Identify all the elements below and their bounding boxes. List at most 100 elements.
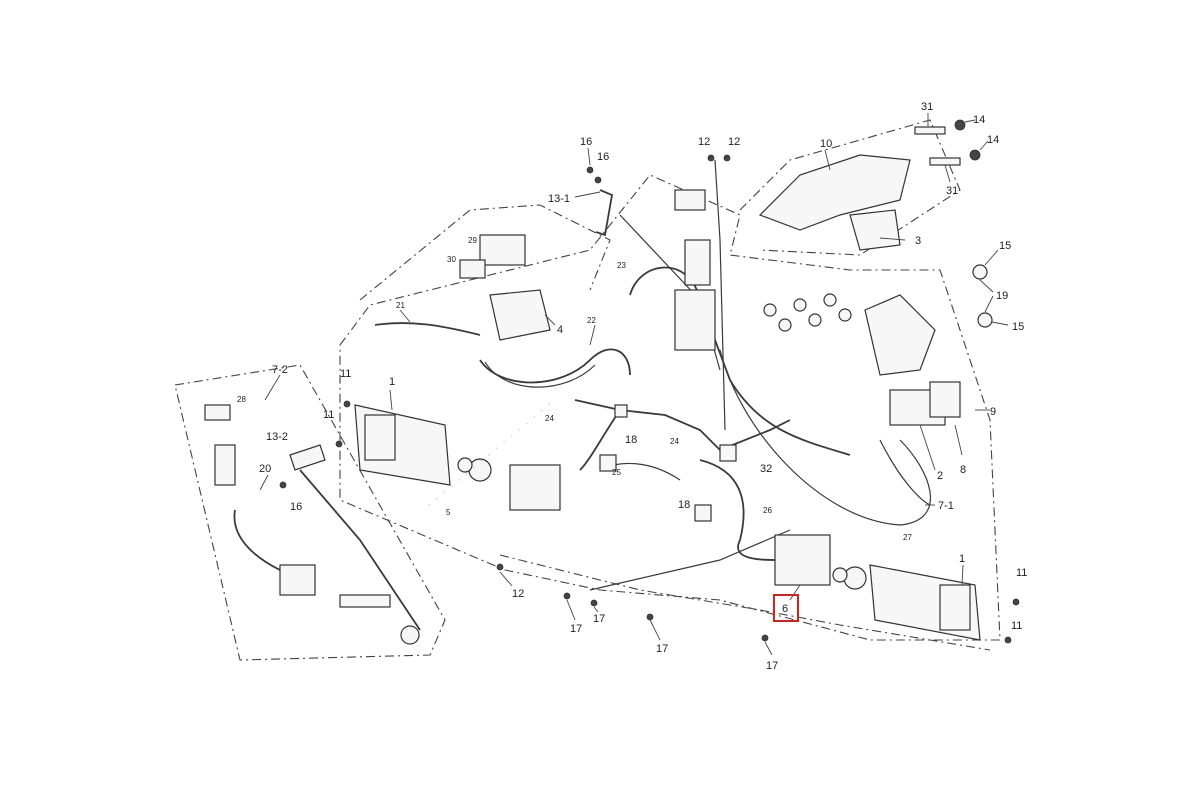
rear-brake-7-2 — [204, 404, 420, 645]
pipe-26 — [699, 459, 781, 561]
callout-2: 2 — [937, 470, 943, 482]
body-centre — [684, 239, 711, 286]
callout-6-highlight-box — [773, 594, 799, 622]
callout-24b: 24 — [670, 437, 679, 446]
pedal-cylinder — [279, 564, 316, 596]
pipe-24b — [579, 409, 621, 471]
callout-17c: 17 — [656, 643, 668, 655]
seal-2 — [778, 318, 792, 332]
pin-31b — [929, 157, 961, 166]
seal-right — [832, 567, 848, 583]
lead-c7-2 — [264, 374, 281, 401]
leader-lines — [259, 113, 1009, 656]
callout-32: 32 — [760, 463, 772, 475]
callout-1b: 1 — [959, 553, 965, 565]
lead-3 — [879, 237, 906, 241]
caliper-left — [354, 404, 561, 511]
callout-29: 29 — [468, 236, 477, 245]
callout-27: 27 — [903, 533, 912, 542]
pipe-24 — [574, 399, 721, 451]
piston-right — [843, 566, 867, 590]
callout-31b: 31 — [946, 185, 958, 197]
callout-19: 19 — [996, 290, 1008, 302]
caliper-pad-right — [939, 584, 971, 631]
lead-c1a — [389, 389, 393, 411]
lead-19 — [979, 279, 994, 293]
bolt-16a — [586, 166, 594, 174]
seal-4 — [808, 313, 822, 327]
hose-7-1 — [879, 439, 931, 506]
callout-7-1: 7-1 — [938, 500, 954, 512]
master-cylinder-4 — [489, 289, 551, 341]
junction-18a — [599, 454, 617, 472]
junction-18b — [694, 504, 712, 522]
callout-1a: 1 — [389, 376, 395, 388]
callout-17d: 17 — [766, 660, 778, 672]
bolt-11b — [335, 440, 343, 448]
master-centre — [674, 289, 716, 351]
lead-15a — [984, 249, 999, 266]
boundary-lower — [499, 554, 991, 651]
cable-lower — [589, 529, 791, 591]
callout-15b: 15 — [1012, 321, 1024, 333]
hose-27 — [719, 349, 931, 526]
callout-11c: 11 — [1016, 567, 1027, 579]
reservoir-28 — [204, 404, 231, 421]
bolt-11d — [1004, 636, 1012, 644]
bolt-12c — [496, 563, 504, 571]
callout-15a: 15 — [999, 240, 1011, 252]
lead-14b — [979, 140, 989, 151]
lead-c6 — [789, 584, 801, 601]
nut-14b — [969, 149, 981, 161]
seal-left — [457, 457, 473, 473]
seal-6 — [838, 308, 852, 322]
caliper-body-5 — [509, 464, 561, 511]
callout-25: 25 — [612, 468, 621, 477]
callout-21: 21 — [396, 301, 405, 310]
lead-19b — [984, 295, 994, 313]
boundary-rear — [739, 119, 961, 256]
callout-28: 28 — [237, 395, 246, 404]
nut-14a — [954, 119, 966, 131]
bolt-11c — [1012, 598, 1020, 606]
callout-9: 9 — [990, 406, 996, 418]
lead-c17d — [764, 641, 773, 656]
bolt-16c — [279, 481, 287, 489]
lead-2 — [919, 424, 936, 471]
lead-c17a — [566, 599, 576, 621]
lead-10 — [824, 149, 831, 171]
callout-7-2: 7-2 — [272, 364, 288, 376]
callout-10: 10 — [820, 138, 832, 150]
callout-labels: 31 14 14 31 10 3 15 19 15 9 8 2 7-1 27 1… — [237, 101, 1027, 672]
callout-11d: 11 — [1011, 620, 1022, 632]
cable-13-2 — [299, 469, 421, 631]
lead-c17c — [649, 619, 661, 641]
caliper-right-upper — [864, 294, 936, 376]
hose-left — [233, 509, 281, 571]
lever-21 — [374, 322, 481, 336]
bolt-16b — [594, 176, 602, 184]
banjo-24 — [614, 404, 628, 418]
bolt-12a — [707, 154, 715, 162]
lead-c12c — [499, 571, 513, 587]
seal-3 — [793, 298, 807, 312]
part-3 — [849, 209, 901, 251]
bolt-15b — [977, 312, 993, 328]
seal-5 — [823, 293, 837, 307]
callout-20: 20 — [259, 463, 271, 475]
caliper-pad-left — [364, 414, 396, 461]
lead-c21 — [399, 309, 411, 323]
bracket-13-2 — [289, 444, 326, 471]
callout-11a: 11 — [340, 368, 351, 380]
lead-14a — [964, 119, 976, 123]
callout-22: 22 — [587, 316, 596, 325]
callout-16c: 16 — [290, 501, 302, 513]
bolt-11a — [343, 400, 351, 408]
callout-18a: 18 — [625, 434, 637, 446]
bolt-17a — [563, 592, 571, 600]
callout-4: 4 — [557, 324, 563, 336]
callout-18b: 18 — [678, 499, 690, 511]
cylinder-7-2 — [214, 444, 236, 486]
callout-14a: 14 — [973, 114, 985, 126]
